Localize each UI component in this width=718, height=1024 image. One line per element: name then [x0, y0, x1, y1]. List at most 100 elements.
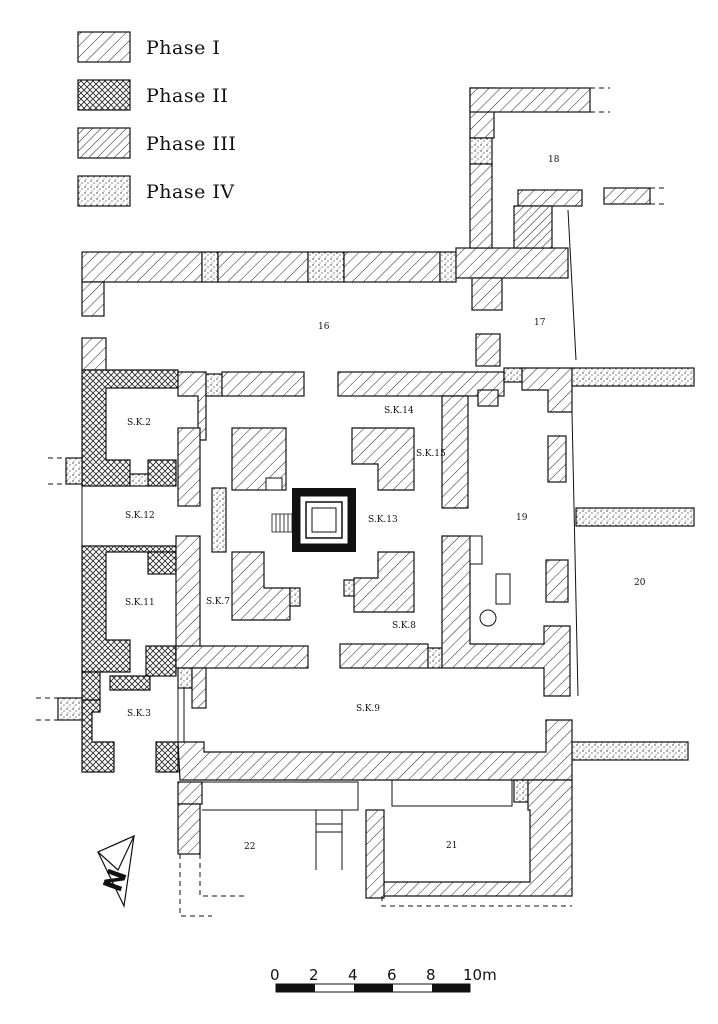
- dashed-outline: [36, 457, 66, 721]
- legend-label: Phase III: [146, 133, 236, 155]
- room-label-sk9: S.K.9: [356, 704, 380, 714]
- pillar: [231, 427, 287, 491]
- scale-bar-segment: [354, 984, 393, 992]
- wall: [513, 205, 553, 249]
- wall: [469, 87, 591, 113]
- wall: [191, 667, 207, 709]
- wall: [469, 163, 493, 249]
- wall-line: [177, 688, 185, 742]
- wall: [427, 647, 443, 669]
- wall: [81, 251, 203, 283]
- wall-line: [567, 209, 577, 361]
- wall: [81, 671, 101, 701]
- scale-tick-label: 10m: [463, 966, 497, 984]
- wall: [475, 333, 501, 367]
- wall: [81, 281, 105, 317]
- scale-bar-segment: [432, 984, 470, 992]
- wall: [381, 779, 573, 897]
- wall: [205, 373, 223, 397]
- room-label-sk13: S.K.13: [368, 515, 398, 525]
- wall: [177, 719, 573, 781]
- wall: [155, 741, 179, 773]
- wall: [547, 435, 567, 483]
- wall: [221, 371, 305, 397]
- legend-swatch-diagonal-hatch-dense: [77, 127, 131, 159]
- room-label-18: 18: [548, 155, 560, 165]
- room-label-sk11: S.K.11: [125, 598, 155, 608]
- scale-tick-label: 2: [309, 966, 319, 984]
- room-label-20: 20: [634, 578, 646, 588]
- wall-line: [202, 780, 513, 870]
- legend-swatch-cross-hatch: [77, 79, 131, 111]
- wall: [469, 137, 493, 165]
- wall: [175, 535, 201, 667]
- shrine-pedestal-top: [311, 507, 337, 533]
- wall: [503, 367, 523, 383]
- room-label-sk8: S.K.8: [392, 621, 416, 631]
- room-label-sk2: S.K.2: [127, 418, 151, 428]
- wall: [571, 367, 695, 387]
- legend-item-phase-1: Phase I: [77, 31, 220, 63]
- room-label-19: 19: [516, 513, 528, 523]
- scale-tick-label: 4: [348, 966, 358, 984]
- room-label-sk3: S.K.3: [127, 709, 151, 719]
- north-arrow: N: [96, 834, 136, 909]
- walls-west: [36, 337, 179, 773]
- wall: [147, 551, 177, 575]
- wall: [145, 645, 177, 677]
- wall: [441, 535, 571, 697]
- scale-bar: 0 2 4 6 8 10m: [270, 966, 497, 993]
- legend-label: Phase IV: [146, 181, 235, 203]
- feature: [469, 535, 483, 565]
- wall: [545, 559, 569, 603]
- wall: [343, 251, 441, 283]
- room-label-17: 17: [534, 318, 546, 328]
- legend-item-phase-3: Phase III: [77, 127, 236, 159]
- wall: [217, 251, 309, 283]
- wall: [57, 697, 83, 721]
- wall: [513, 779, 529, 803]
- wall: [439, 251, 457, 283]
- wall: [211, 487, 227, 553]
- wall: [571, 741, 689, 761]
- wall: [177, 427, 201, 507]
- wall: [343, 579, 355, 597]
- wall: [517, 189, 583, 207]
- wall: [177, 803, 201, 855]
- wall: [441, 395, 469, 509]
- room-label-sk14: S.K.14: [384, 406, 414, 416]
- wall: [471, 277, 503, 311]
- legend-item-phase-4: Phase IV: [77, 175, 235, 207]
- wall: [65, 457, 83, 485]
- wall: [129, 473, 149, 487]
- wall: [81, 337, 107, 371]
- wall: [109, 675, 151, 691]
- wall: [147, 459, 177, 487]
- scale-tick-label: 6: [387, 966, 397, 984]
- pillar: [231, 551, 291, 621]
- wall: [575, 507, 695, 527]
- feature-well: [479, 609, 497, 627]
- wall: [339, 643, 429, 669]
- walls-south: [177, 667, 573, 917]
- wall: [177, 781, 203, 805]
- room-labels: 16 17 18 19 20 21 22 S.K.2 S.K.3 S.K.7 S…: [125, 155, 646, 852]
- room-label-21: 21: [446, 841, 457, 851]
- wall: [337, 371, 505, 397]
- scale-bar-segment: [276, 984, 315, 992]
- scale-tick-label: 8: [426, 966, 436, 984]
- wall: [177, 667, 193, 689]
- wall: [365, 809, 385, 899]
- scale-tick-label: 0: [270, 966, 280, 984]
- walls-central: [175, 367, 695, 761]
- wall: [289, 587, 301, 607]
- north-arrow-half: [96, 834, 136, 871]
- pillar: [353, 551, 415, 613]
- room-label-sk15: S.K.15: [416, 449, 446, 459]
- wall: [455, 247, 569, 279]
- legend: Phase I Phase II Phase III Phase IV: [77, 31, 236, 207]
- walls-north: [81, 87, 668, 367]
- wall: [307, 251, 345, 283]
- wall: [201, 251, 219, 283]
- dashed-outline: [179, 854, 572, 917]
